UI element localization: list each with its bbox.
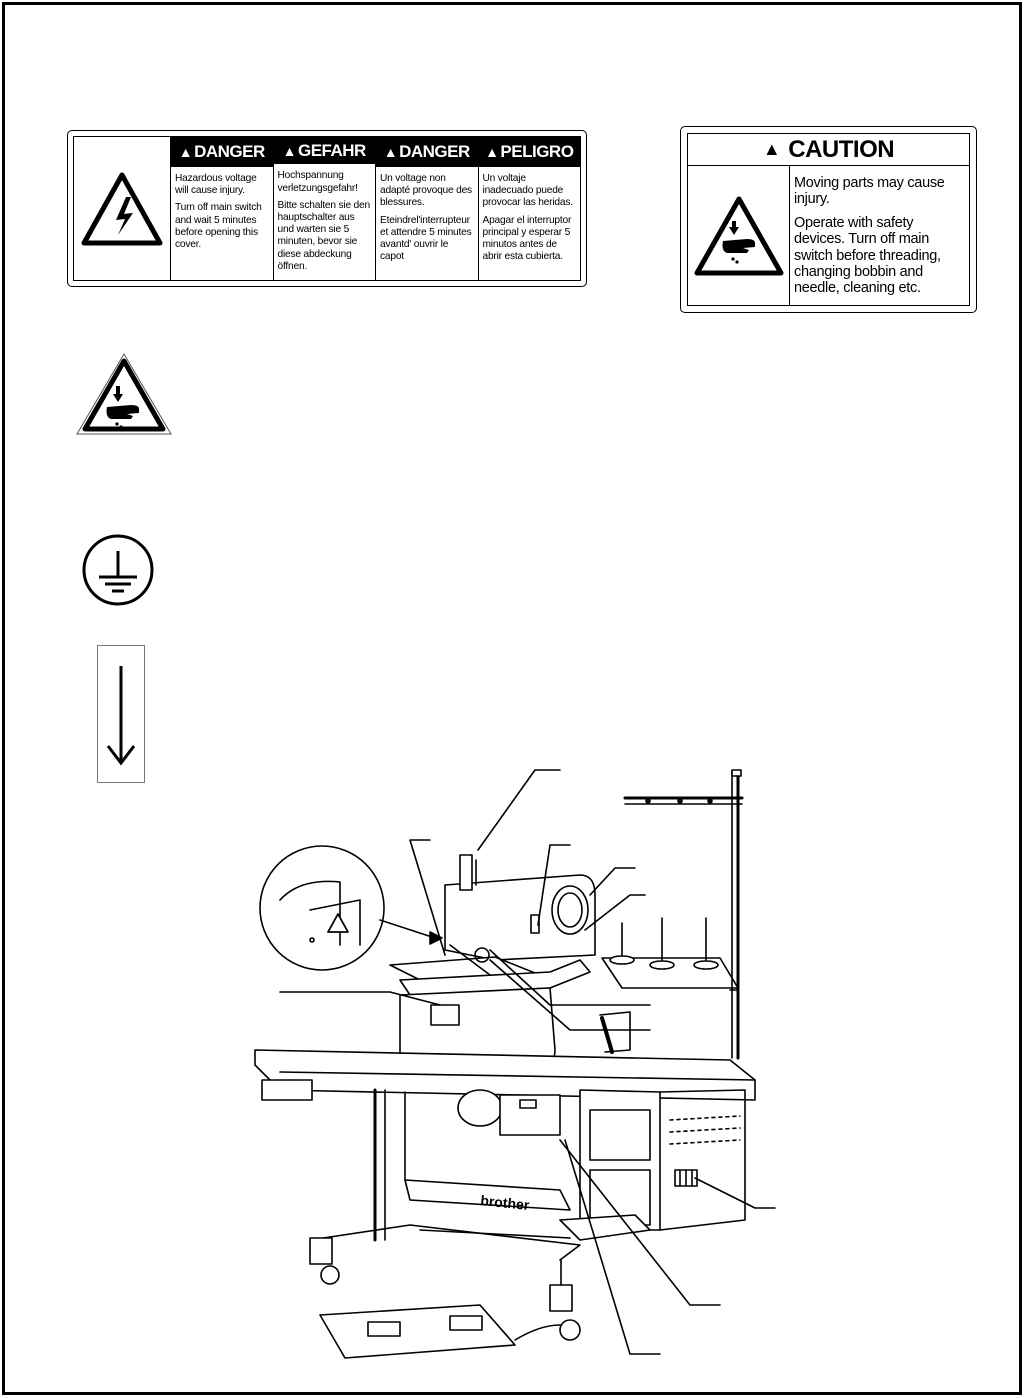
sewing-machine-illustration: brother (250, 760, 780, 1370)
danger-heading: DANGER (194, 142, 265, 161)
danger-text: Eteindrel'interrupteur et attendre 5 min… (380, 214, 472, 263)
danger-text: Apagar el interruptor principal y espera… (482, 214, 572, 263)
danger-heading: GEFAHR (298, 140, 366, 160)
danger-column-de: ▲GEFAHR Hochspannung verletzungsgefahr! … (273, 137, 376, 280)
danger-text: Un voltage non adapté provoque des bless… (380, 173, 472, 209)
caution-warning-label: ▲CAUTION Moving parts may cause injury. … (680, 126, 977, 313)
caution-text: Moving parts may cause injury. (794, 175, 945, 208)
danger-text: Hochspannung verletzungsgefahr! (277, 170, 358, 194)
danger-warning-label: ▲DANGER Hazardous voltage will cause inj… (67, 130, 587, 287)
hand-crush-warning-icon (688, 166, 790, 305)
caution-text: Operate with safety devices. Turn off ma… (794, 214, 941, 297)
high-voltage-warning-icon (74, 137, 171, 280)
danger-heading: DANGER (399, 142, 470, 161)
danger-text: Turn off main switch and wait 5 minutes … (175, 202, 262, 251)
danger-column-es: ▲PELIGRO Un voltaje inadecuado puede pro… (478, 137, 580, 280)
brand-mark: brother (480, 1192, 531, 1213)
danger-text: Bitte schalten sie den hauptschalter aus… (277, 199, 371, 272)
down-arrow-icon (97, 645, 145, 783)
hand-crush-warning-icon (75, 352, 173, 436)
caution-heading: CAUTION (788, 135, 895, 163)
danger-heading: PELIGRO (500, 142, 574, 161)
protective-earth-icon (81, 533, 155, 607)
danger-text: Hazardous voltage will cause injury. (175, 173, 257, 197)
danger-column-en: ▲DANGER Hazardous voltage will cause inj… (171, 137, 274, 280)
danger-column-fr: ▲DANGER Un voltage non adapté provoque d… (376, 137, 479, 280)
danger-text: Un voltaje inadecuado puede provocar las… (482, 173, 574, 209)
